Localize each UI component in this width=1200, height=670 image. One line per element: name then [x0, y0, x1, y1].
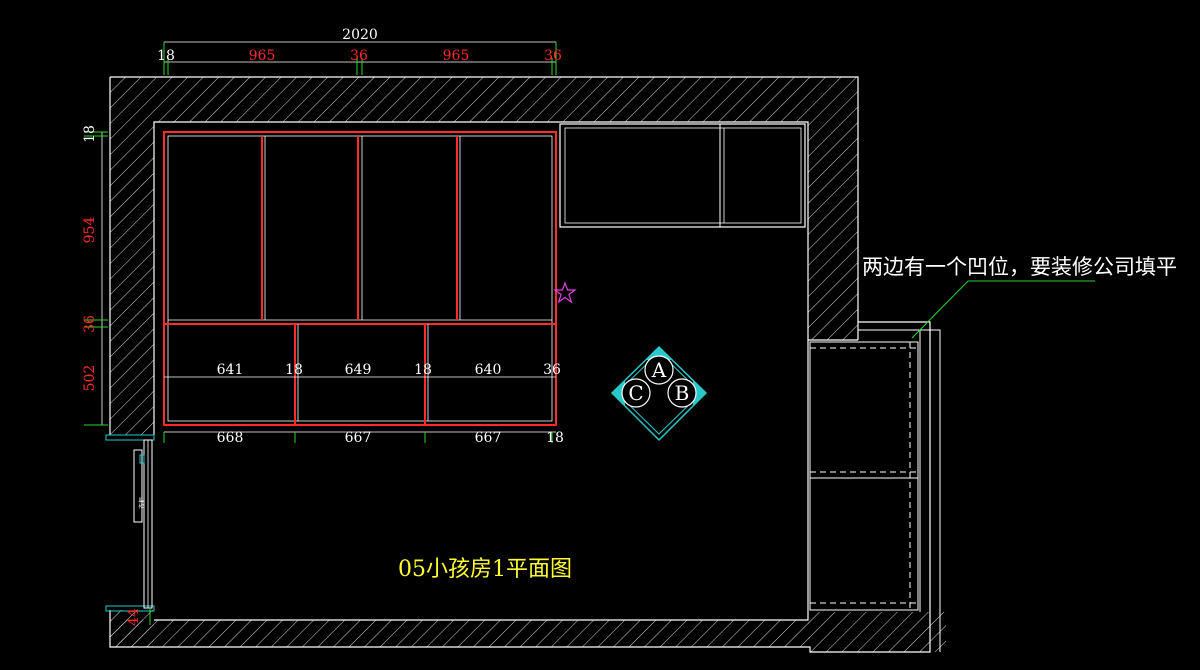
wardrobe-inner-outline	[167, 135, 553, 422]
inner-wall-line-bottom	[154, 340, 809, 621]
leader-line	[911, 280, 1095, 339]
wall-bottom-right	[808, 612, 946, 652]
elevation-arrow-left	[612, 380, 625, 406]
annotation-note: 两边有一个凹位，要装修公司填平	[862, 255, 1177, 279]
wall-top	[110, 77, 858, 122]
door-leaf	[133, 449, 143, 523]
left-segment-1: 18	[82, 125, 98, 143]
marker-label-a: A	[651, 358, 667, 382]
door-handle	[139, 454, 145, 464]
outer-wall-line-right	[109, 321, 931, 653]
left-segment-2: 954	[82, 217, 98, 244]
wall-right-upper	[808, 122, 858, 340]
lower-drawer-dividers	[294, 324, 429, 425]
elevation-arrow-right	[693, 380, 706, 406]
marker-circle-c	[621, 378, 651, 408]
total-dimension: 2020	[342, 27, 378, 43]
drawer-width-3: 640	[475, 362, 502, 378]
wall-bottom	[110, 620, 810, 647]
marker-circle-a	[644, 355, 674, 385]
upper-cabinet	[559, 123, 806, 228]
door: 衣柜	[105, 434, 155, 612]
elevation-marker-icon: A B C	[610, 345, 708, 442]
base-width-3: 667	[475, 430, 502, 446]
drawer-width-2: 649	[345, 362, 372, 378]
drawer-gap-2: 18	[414, 362, 432, 378]
recess-outline	[858, 329, 941, 652]
top-segment-5: 36	[544, 48, 562, 64]
marker-circle-b	[667, 378, 697, 408]
door-jamb-top	[105, 434, 155, 441]
door-jamb-bottom	[105, 605, 155, 612]
drawer-width-1: 641	[217, 362, 244, 378]
base-width-2: 667	[345, 430, 372, 446]
walls	[109, 76, 946, 653]
wall-left-upper	[110, 122, 154, 435]
elevation-arrow-top	[646, 347, 672, 360]
inner-wall-line	[153, 121, 858, 435]
drawer-gap-1: 18	[285, 362, 303, 378]
door-tag: 衣柜	[138, 497, 146, 509]
top-segment-4: 965	[443, 48, 470, 64]
wardrobe: 641 18 649 18 640 36 668 667 667 18	[163, 131, 564, 446]
upper-cabinet-outline	[559, 123, 806, 228]
star-icon	[553, 281, 577, 304]
recess-storage	[809, 341, 919, 611]
marker-label-b: B	[675, 381, 690, 405]
drawing-title: 05小孩房1平面图	[398, 557, 572, 582]
annotation: 两边有一个凹位，要装修公司填平	[862, 255, 1177, 339]
top-segment-2: 965	[249, 48, 276, 64]
top-segment-1: 18	[157, 48, 175, 64]
drawer-gap-3: 36	[543, 362, 561, 378]
marker-label-c: C	[628, 381, 643, 405]
base-gap: 18	[546, 430, 564, 446]
top-segment-3: 36	[350, 48, 368, 64]
upper-cabinet-inner	[564, 127, 802, 224]
elevation-diamond	[610, 345, 708, 442]
top-dimensions: 2020 18 965 36 965 36	[157, 27, 562, 75]
recess-box	[809, 341, 919, 611]
left-dimensions: 18 954 36 502 44	[82, 125, 151, 626]
outer-wall-line-top	[110, 76, 859, 340]
bottom-left-dimension: 44	[126, 608, 142, 626]
left-segment-3: 36	[82, 315, 98, 333]
wardrobe-outline	[163, 131, 557, 426]
left-segment-4: 502	[82, 365, 98, 392]
base-width-1: 668	[217, 430, 244, 446]
upper-door-dividers	[261, 136, 461, 320]
